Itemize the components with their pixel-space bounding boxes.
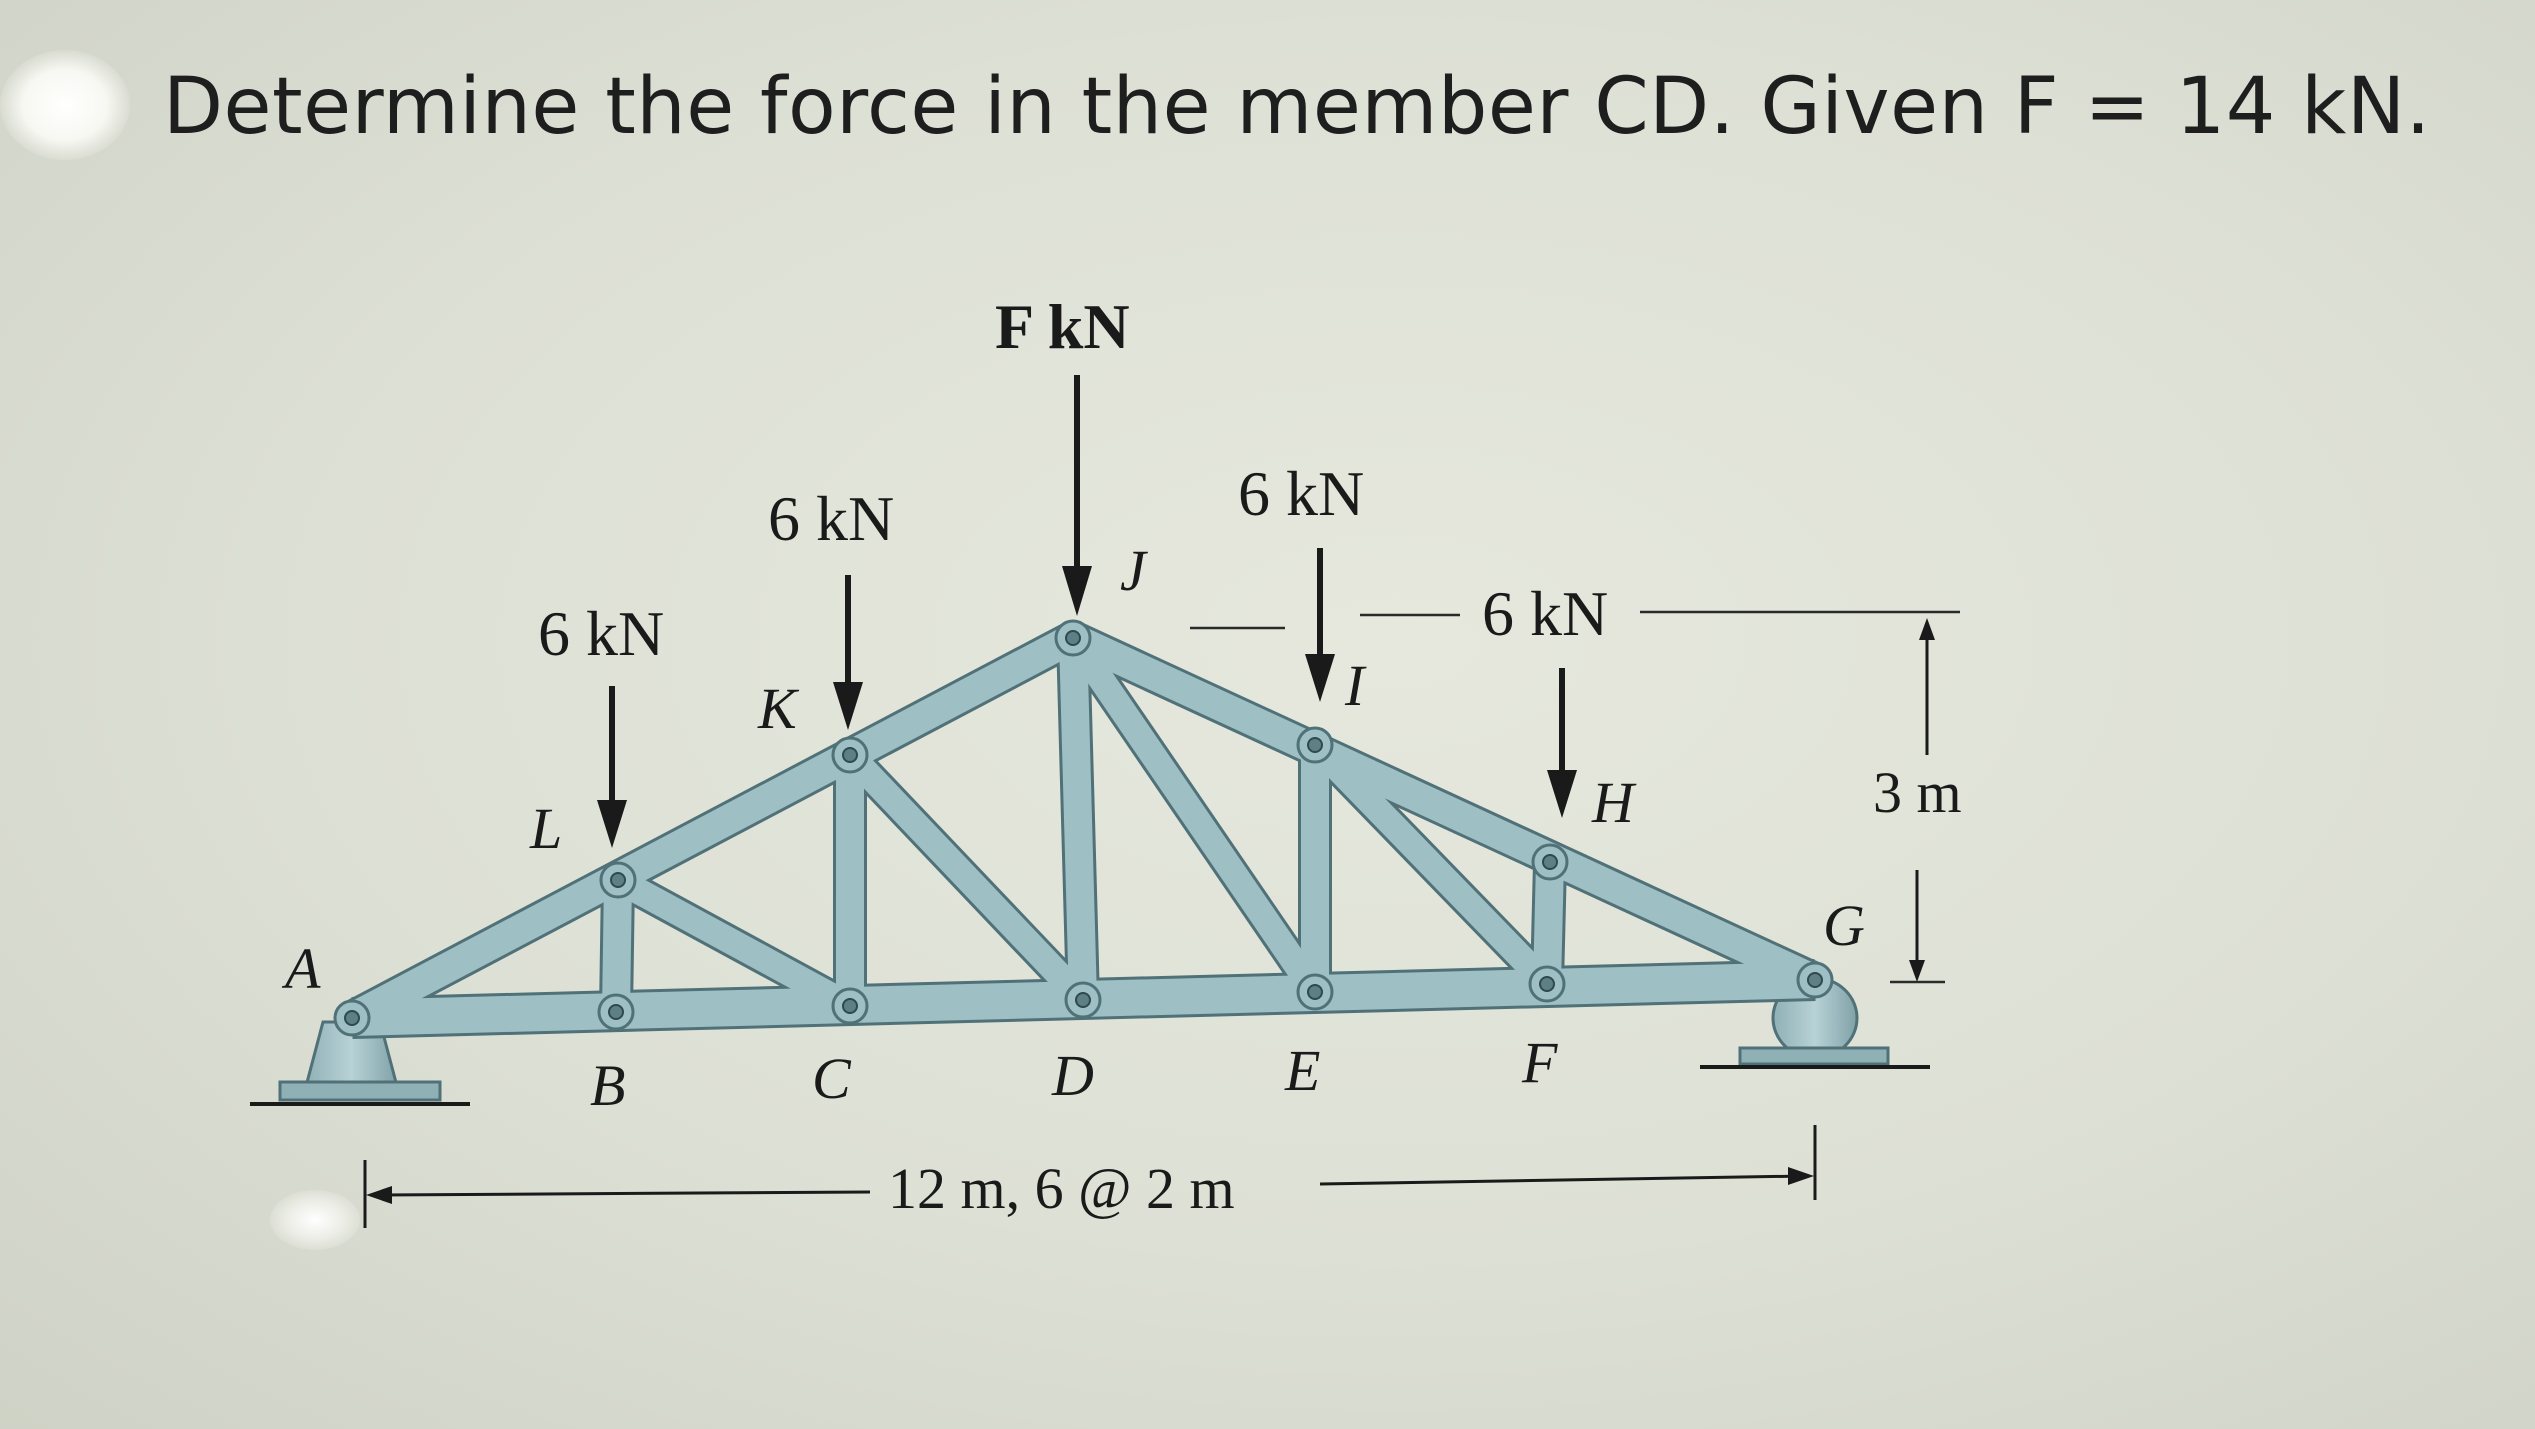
load-arrowhead-K [833,682,863,730]
joint-label-L: L [529,796,562,861]
member-FH [1533,861,1564,985]
joint-label-G: G [1823,893,1865,958]
member-IF [1305,735,1557,994]
height-dimension-label: 3 m [1873,760,1962,825]
joint-label-E: E [1284,1038,1320,1103]
load-label-F: F kN [995,291,1130,362]
rocker-support-G [1700,976,1930,1069]
member-AJ [345,624,1080,1032]
screen-glare [0,50,130,160]
load-arrowhead-J [1062,566,1092,616]
load-label-L: 6 kN [538,598,664,669]
joint-pin-D [1075,992,1091,1008]
joint-label-A: A [281,936,321,1001]
span-dimension [363,1125,1817,1228]
span-dimension-label: 12 m, 6 @ 2 m [888,1156,1235,1221]
joint-pin-B [608,1004,624,1020]
joint-pin-I [1307,737,1323,753]
joint-pin-H [1542,854,1558,870]
load-arrows [597,375,1577,848]
joint-label-J: J [1120,538,1149,603]
joint-label-F: F [1521,1030,1558,1095]
load-label-K: 6 kN [768,483,894,554]
member-LC [611,868,857,1018]
member-JE [1062,630,1326,1000]
joint-label-H: H [1591,770,1637,835]
joint-label-D: D [1051,1043,1094,1108]
joint-pin-J [1065,630,1081,646]
member-DJ [1059,637,1097,1001]
member-JG [1066,624,1822,994]
joint-pin-C [842,998,858,1014]
question-text: Determine the force in the member CD. Gi… [163,62,2431,152]
joint-pin-F [1539,976,1555,992]
truss-pins [333,619,1834,1037]
load-label-H: 6 kN [1482,578,1608,649]
load-arrowhead-H [1547,770,1577,818]
joint-pin-K [842,747,858,763]
joint-label-B: B [590,1053,625,1118]
member-BL [602,879,632,1013]
load-arrowhead-I [1305,654,1335,702]
joint-pin-L [610,872,626,888]
screen-glare-small [270,1190,360,1250]
member-KD [840,746,1093,1009]
load-arrowhead-L [597,800,627,848]
height-guides [1190,610,1960,630]
joint-label-I: I [1344,653,1367,718]
load-label-I: 6 kN [1238,458,1364,529]
joint-pin-G [1807,972,1823,988]
height-dimension [1890,618,1945,984]
joint-label-K: K [757,676,800,741]
joint-pin-A [344,1010,360,1026]
joint-label-C: C [812,1046,852,1111]
joint-pin-E [1307,984,1323,1000]
